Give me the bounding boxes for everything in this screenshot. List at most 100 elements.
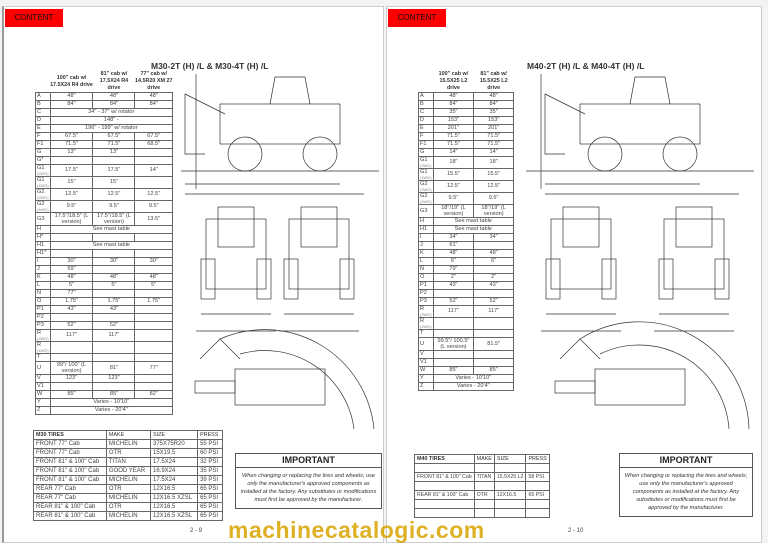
tire-cell: TITAN — [473, 472, 495, 482]
dimension-value: 30" — [134, 257, 173, 266]
tire-cell: REAR 77" Cab — [33, 493, 107, 503]
dimension-label: H* — [35, 233, 51, 242]
tire-column-header: PRESS — [197, 430, 223, 440]
content-tab[interactable]: CONTENT — [5, 9, 63, 27]
dimension-row: G2(4WD)9.5"9.5"9.5" — [35, 200, 173, 213]
dimension-value: 71.5" — [473, 132, 514, 141]
label-text: I — [420, 234, 422, 240]
dimension-value: 17.5"/18.5" (L version) — [92, 212, 136, 226]
dimension-label: P1 — [418, 281, 434, 290]
dimension-value: 18"/19" (L version) — [473, 204, 514, 218]
dimension-label: U — [418, 337, 434, 351]
dimension-value: 148" - — [49, 116, 174, 125]
dimension-value: 48" — [473, 92, 514, 101]
rear-view-right-wheel — [714, 258, 730, 300]
boom-and-forks — [544, 93, 586, 155]
tire-cell: REAR 81" & 100" Cab — [414, 490, 475, 500]
tire-cell: OTR — [105, 448, 152, 458]
dimension-value: 14" — [432, 148, 475, 157]
dimension-label: G — [35, 148, 51, 157]
dimension-row: P2 — [35, 313, 173, 322]
front-view-left-wheel — [200, 258, 216, 300]
watermark: machinecatalogic.com — [228, 517, 485, 543]
dimension-value: 99.5"/ 100.5" (L version) — [432, 337, 475, 351]
dimension-label: A — [35, 92, 51, 101]
tire-cell: MICHELIN — [105, 475, 152, 485]
corner-cell — [419, 71, 434, 93]
dimension-label: G1(4WD) — [418, 168, 434, 181]
label-sub: (4WD) — [37, 183, 49, 188]
dimension-value: 153" — [473, 116, 514, 125]
label-text: V — [37, 375, 41, 381]
label-text: G1 — [420, 169, 428, 175]
dimension-value: 13.5" — [134, 212, 173, 226]
dimension-value: 14" — [473, 148, 514, 157]
front-wheel — [227, 136, 263, 172]
dimension-value — [134, 249, 173, 258]
top-view-outline — [234, 368, 326, 406]
dimension-label: P2 — [35, 313, 51, 322]
dimension-value: 201" — [432, 124, 475, 133]
tire-cell — [414, 481, 475, 491]
dimension-value — [49, 382, 94, 391]
label-text: B — [420, 101, 424, 107]
dimension-value: See mast table — [432, 217, 515, 226]
dimension-value: 77" — [134, 361, 173, 375]
dimension-label: E — [35, 124, 51, 133]
label-text: R — [420, 306, 425, 312]
dimension-value: 13" — [49, 148, 94, 157]
cab-outline — [629, 76, 671, 105]
cab-outline — [269, 76, 311, 105]
dimension-label: E — [418, 124, 434, 133]
label-text: U — [37, 364, 42, 371]
label-text: H* — [37, 234, 44, 240]
tire-cell: FRONT 81" & 100" Cab — [33, 475, 107, 485]
content-tab[interactable]: CONTENT — [388, 9, 446, 27]
dimension-value — [134, 176, 173, 189]
dimension-label: V — [418, 350, 434, 359]
tire-cell — [525, 508, 550, 518]
label-text: D — [37, 117, 42, 123]
front-view-right-wheel — [256, 258, 272, 300]
dimension-value — [432, 317, 475, 330]
label-text: V1 — [420, 359, 427, 365]
dimension-value: 15" — [49, 176, 94, 189]
label-text: R — [37, 342, 42, 348]
dimension-value — [432, 350, 475, 359]
dimension-value: 30" — [49, 257, 94, 266]
dimension-label: F — [35, 132, 51, 141]
dimension-value: 117" — [432, 305, 475, 318]
dimension-label: G* — [35, 156, 51, 165]
dimension-value — [92, 233, 136, 242]
label-text: K — [420, 250, 424, 256]
dimension-label: W — [418, 366, 434, 375]
dimension-label: D — [418, 116, 434, 125]
dimension-value — [134, 321, 173, 330]
dimension-value: 81.5" — [473, 337, 514, 351]
dimension-value: 84" — [49, 100, 94, 109]
tire-cell — [473, 463, 495, 473]
dimension-label: R(2WD) — [418, 305, 434, 318]
dimension-label: N — [35, 289, 51, 298]
dimension-value: 85" — [92, 390, 136, 399]
dimension-value — [134, 329, 173, 342]
dimension-label: N — [418, 265, 434, 274]
label-text: R — [420, 318, 425, 324]
dimension-row: R(2WD)117"117" — [35, 329, 173, 342]
rear-wheel — [302, 136, 338, 172]
dimension-label: U — [35, 361, 51, 375]
tire-cell — [525, 499, 550, 509]
dimension-value: 84" — [134, 100, 173, 109]
